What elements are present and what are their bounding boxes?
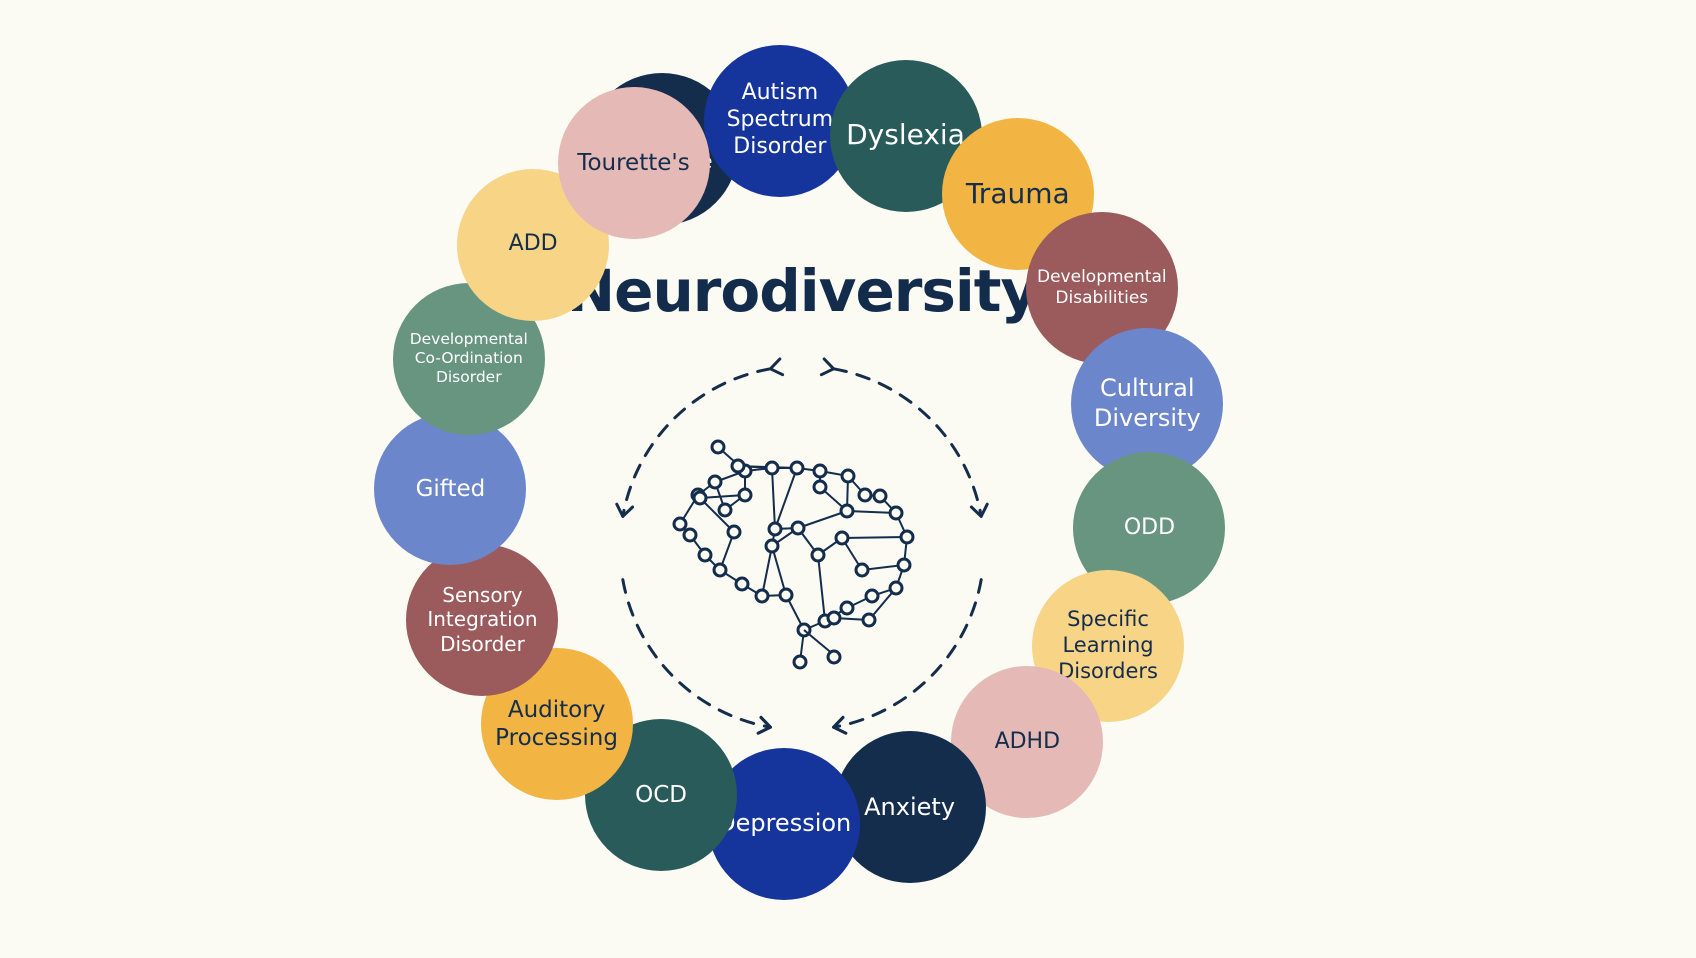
condition-label: Depression	[717, 808, 852, 837]
condition-label: Developmental Co-Ordination Disorder	[409, 330, 528, 386]
condition-label: Gifted	[415, 476, 486, 503]
condition-label: Cultural Diversity	[1093, 374, 1201, 432]
condition-label: OCD	[635, 781, 687, 808]
condition-bubble-gifted: Gifted	[374, 413, 527, 566]
condition-label: Dyslexia	[846, 118, 965, 152]
condition-label: Tourette's	[577, 149, 690, 176]
dashed-circular-arrows-icon	[615, 357, 989, 735]
condition-label: ODD	[1123, 514, 1176, 540]
condition-label: Trauma	[965, 176, 1070, 210]
condition-bubble-sensory-integration-disorder: Sensory Integration Disorder	[406, 543, 559, 696]
condition-label: Specific Learning Disorders	[1058, 607, 1158, 683]
cycle-arc	[832, 578, 983, 729]
condition-bubble-tourette-s: Tourette's	[557, 86, 710, 239]
cycle-arc	[621, 367, 772, 518]
condition-bubble-cultural-diversity: Cultural Diversity	[1071, 327, 1224, 480]
condition-bubble-trauma: Trauma	[941, 117, 1094, 270]
cycle-arc	[621, 578, 772, 729]
condition-label: ADD	[508, 231, 558, 257]
diagram-title: Neurodiversity	[566, 257, 1039, 325]
condition-bubble-anxiety: Anxiety	[833, 731, 986, 884]
condition-label: Sensory Integration Disorder	[427, 583, 538, 656]
brain-network-icon	[672, 439, 915, 670]
condition-label: Developmental Disabilities	[1037, 266, 1167, 308]
condition-label: Auditory Processing	[495, 697, 618, 752]
condition-label: Autism Spectrum Disorder	[726, 80, 834, 160]
cycle-arc	[832, 367, 983, 518]
condition-label: Anxiety	[864, 792, 956, 821]
condition-label: ADHD	[994, 729, 1061, 754]
